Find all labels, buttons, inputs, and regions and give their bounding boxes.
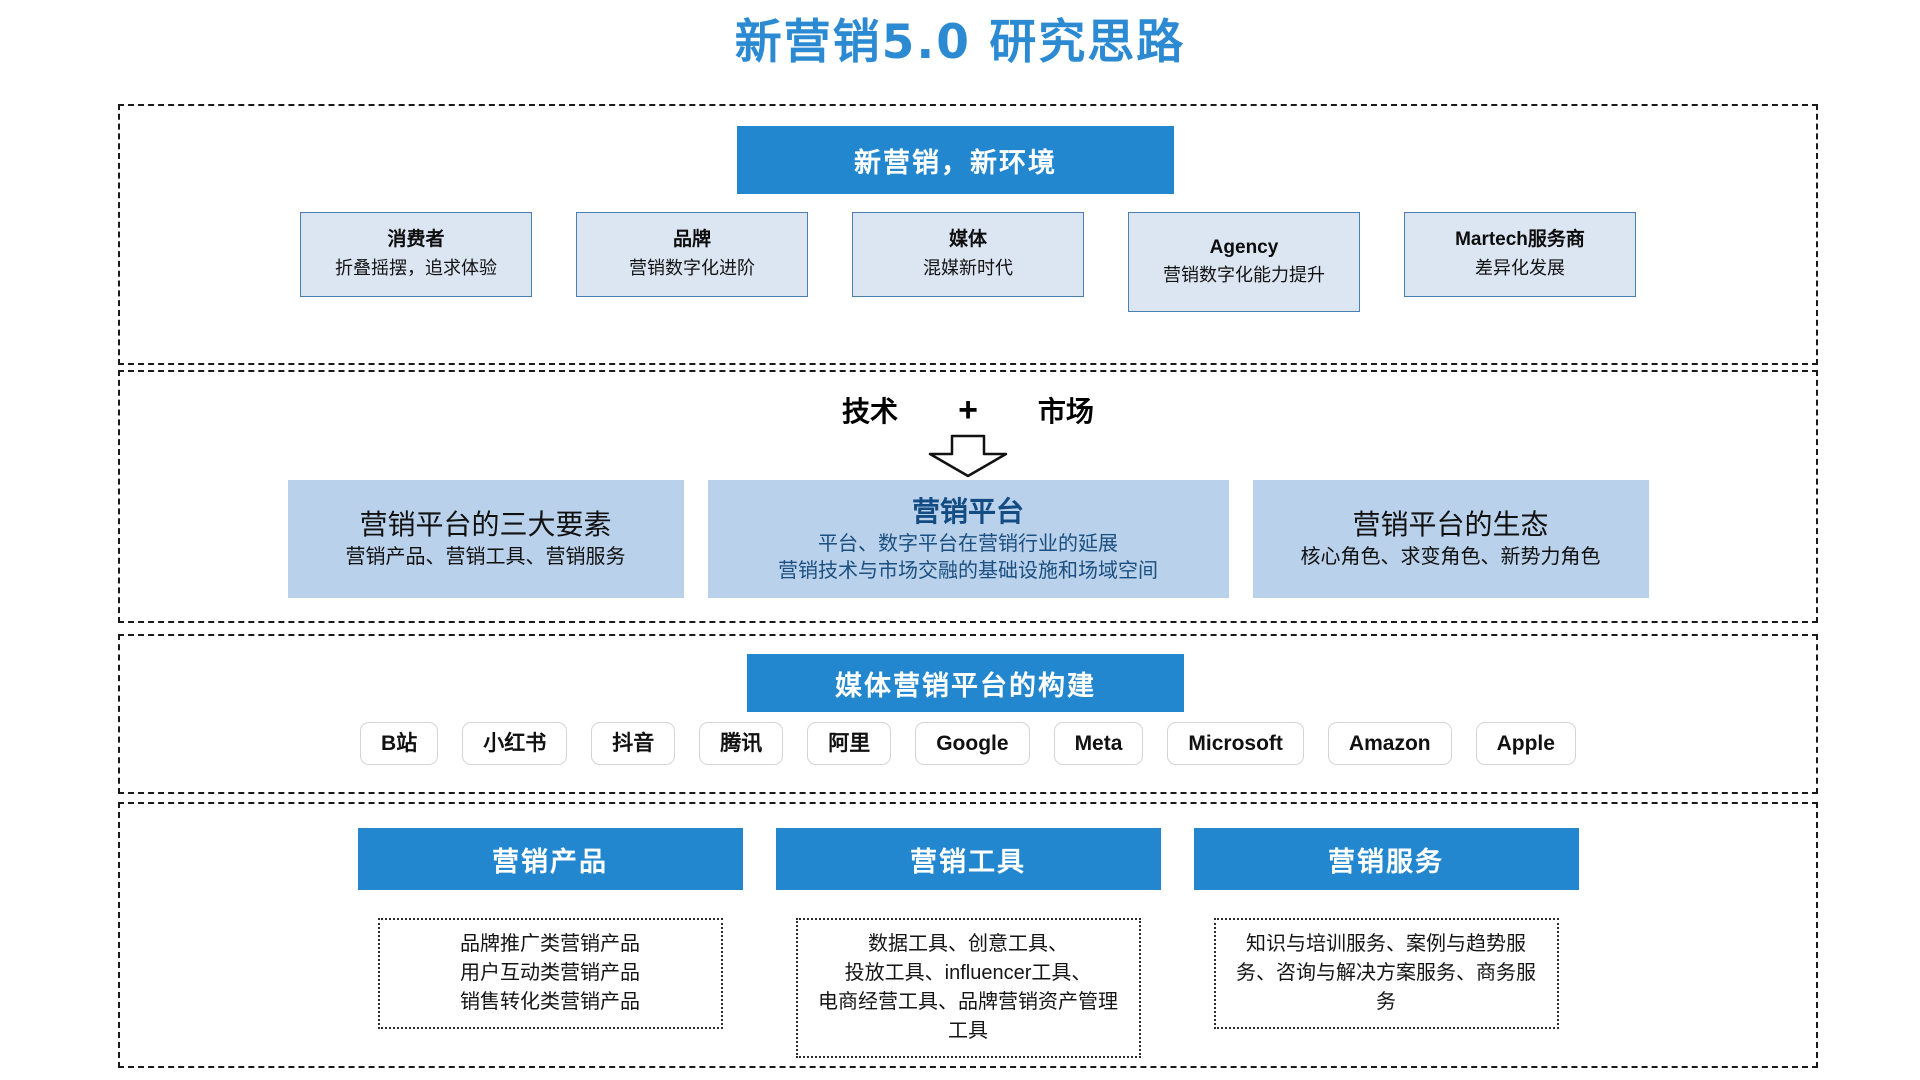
chip-google[interactable]: Google	[915, 722, 1030, 766]
platform-box-title: 营销平台的三大要素	[359, 509, 612, 540]
role-card-media[interactable]: 媒体 混媒新时代	[852, 212, 1084, 297]
chip-alibaba[interactable]: 阿里	[807, 722, 892, 766]
arrow-down-icon	[928, 434, 1008, 478]
platform-box-marketing-platform[interactable]: 营销平台 平台、数字平台在营销行业的延展 营销技术与市场交融的基础设施和场域空间	[707, 480, 1229, 598]
formula-left: 技术	[842, 396, 899, 427]
role-card-title: 品牌	[672, 229, 711, 251]
pillar-body: 数据工具、创意工具、 投放工具、influencer工具、 电商经营工具、品牌营…	[795, 918, 1141, 1058]
chip-xiaohongshu[interactable]: 小红书	[462, 722, 568, 766]
page-title: 新营销5.0 研究思路	[734, 15, 1186, 70]
platform-chip-row: B站 小红书 抖音 腾讯 阿里 Google Meta Microsoft Am…	[120, 722, 1816, 766]
pillar-header[interactable]: 营销工具	[775, 828, 1161, 890]
pillar-marketing-products: 营销产品 品牌推广类营销产品 用户互动类营销产品 销售转化类营销产品	[357, 828, 743, 1058]
role-card-subtitle: 混媒新时代	[923, 257, 1013, 278]
section-media-platform-construction: 媒体营销平台的构建 B站 小红书 抖音 腾讯 阿里 Google Meta Mi…	[118, 634, 1818, 794]
plus-icon: +	[958, 390, 978, 429]
role-card-consumer[interactable]: 消费者 折叠摇摆，追求体验	[300, 212, 532, 297]
chip-microsoft[interactable]: Microsoft	[1167, 722, 1304, 766]
pillar-body: 品牌推广类营销产品 用户互动类营销产品 销售转化类营销产品	[377, 918, 723, 1029]
platform-box-three-elements[interactable]: 营销平台的三大要素 营销产品、营销工具、营销服务	[287, 480, 684, 598]
role-card-subtitle: 营销数字化能力提升	[1163, 265, 1325, 286]
role-card-title: 媒体	[948, 229, 987, 251]
platform-box-subtitle: 核心角色、求变角色、新势力角色	[1300, 546, 1601, 568]
platform-box-title: 营销平台	[911, 495, 1024, 527]
role-card-agency[interactable]: Agency 营销数字化能力提升	[1128, 212, 1360, 312]
chip-apple[interactable]: Apple	[1475, 722, 1576, 766]
pillar-marketing-tools: 营销工具 数据工具、创意工具、 投放工具、influencer工具、 电商经营工…	[775, 828, 1161, 1058]
role-card-title: 消费者	[387, 229, 445, 251]
platform-box-subtitle: 营销产品、营销工具、营销服务	[345, 546, 626, 568]
role-card-subtitle: 差异化发展	[1475, 257, 1565, 278]
chip-meta[interactable]: Meta	[1053, 722, 1144, 766]
role-card-subtitle: 营销数字化进阶	[629, 257, 755, 278]
platform-box-title: 营销平台的生态	[1352, 509, 1549, 540]
section-marketing-pillars: 营销产品 品牌推广类营销产品 用户互动类营销产品 销售转化类营销产品 营销工具 …	[118, 802, 1818, 1068]
chip-amazon[interactable]: Amazon	[1327, 722, 1452, 766]
banner-media-platform: 媒体营销平台的构建	[747, 654, 1184, 712]
role-card-title: Martech服务商	[1455, 229, 1585, 251]
chip-douyin[interactable]: 抖音	[591, 722, 676, 766]
pillar-body: 知识与培训服务、案例与趋势服务、咨询与解决方案服务、商务服务	[1213, 918, 1559, 1029]
pillar-row: 营销产品 品牌推广类营销产品 用户互动类营销产品 销售转化类营销产品 营销工具 …	[120, 828, 1816, 1058]
pillar-header[interactable]: 营销服务	[1193, 828, 1579, 890]
section-new-environment: 新营销，新环境 消费者 折叠摇摆，追求体验 品牌 营销数字化进阶 媒体 混媒新时…	[118, 104, 1818, 365]
role-card-title: Agency	[1209, 236, 1279, 258]
role-card-martech[interactable]: Martech服务商 差异化发展	[1404, 212, 1636, 297]
pillar-header[interactable]: 营销产品	[357, 828, 743, 890]
role-card-brand[interactable]: 品牌 营销数字化进阶	[576, 212, 808, 297]
banner-new-environment: 新营销，新环境	[737, 126, 1174, 194]
formula-row: 技术 + 市场	[120, 390, 1816, 430]
platform-box-ecosystem[interactable]: 营销平台的生态 核心角色、求变角色、新势力角色	[1252, 480, 1649, 598]
section-marketing-platform: 技术 + 市场 营销平台的三大要素 营销产品、营销工具、营销服务 营销平台 平台…	[118, 370, 1818, 623]
platform-box-row: 营销平台的三大要素 营销产品、营销工具、营销服务 营销平台 平台、数字平台在营销…	[120, 480, 1816, 598]
platform-box-subtitle: 平台、数字平台在营销行业的延展 营销技术与市场交融的基础设施和场域空间	[778, 532, 1158, 582]
chip-tencent[interactable]: 腾讯	[699, 722, 784, 766]
formula-right: 市场	[1037, 396, 1094, 427]
chip-bilibili[interactable]: B站	[360, 722, 439, 766]
pillar-marketing-services: 营销服务 知识与培训服务、案例与趋势服务、咨询与解决方案服务、商务服务	[1193, 828, 1579, 1058]
role-card-subtitle: 折叠摇摆，追求体验	[335, 257, 497, 278]
role-card-row: 消费者 折叠摇摆，追求体验 品牌 营销数字化进阶 媒体 混媒新时代 Agency…	[120, 212, 1816, 312]
